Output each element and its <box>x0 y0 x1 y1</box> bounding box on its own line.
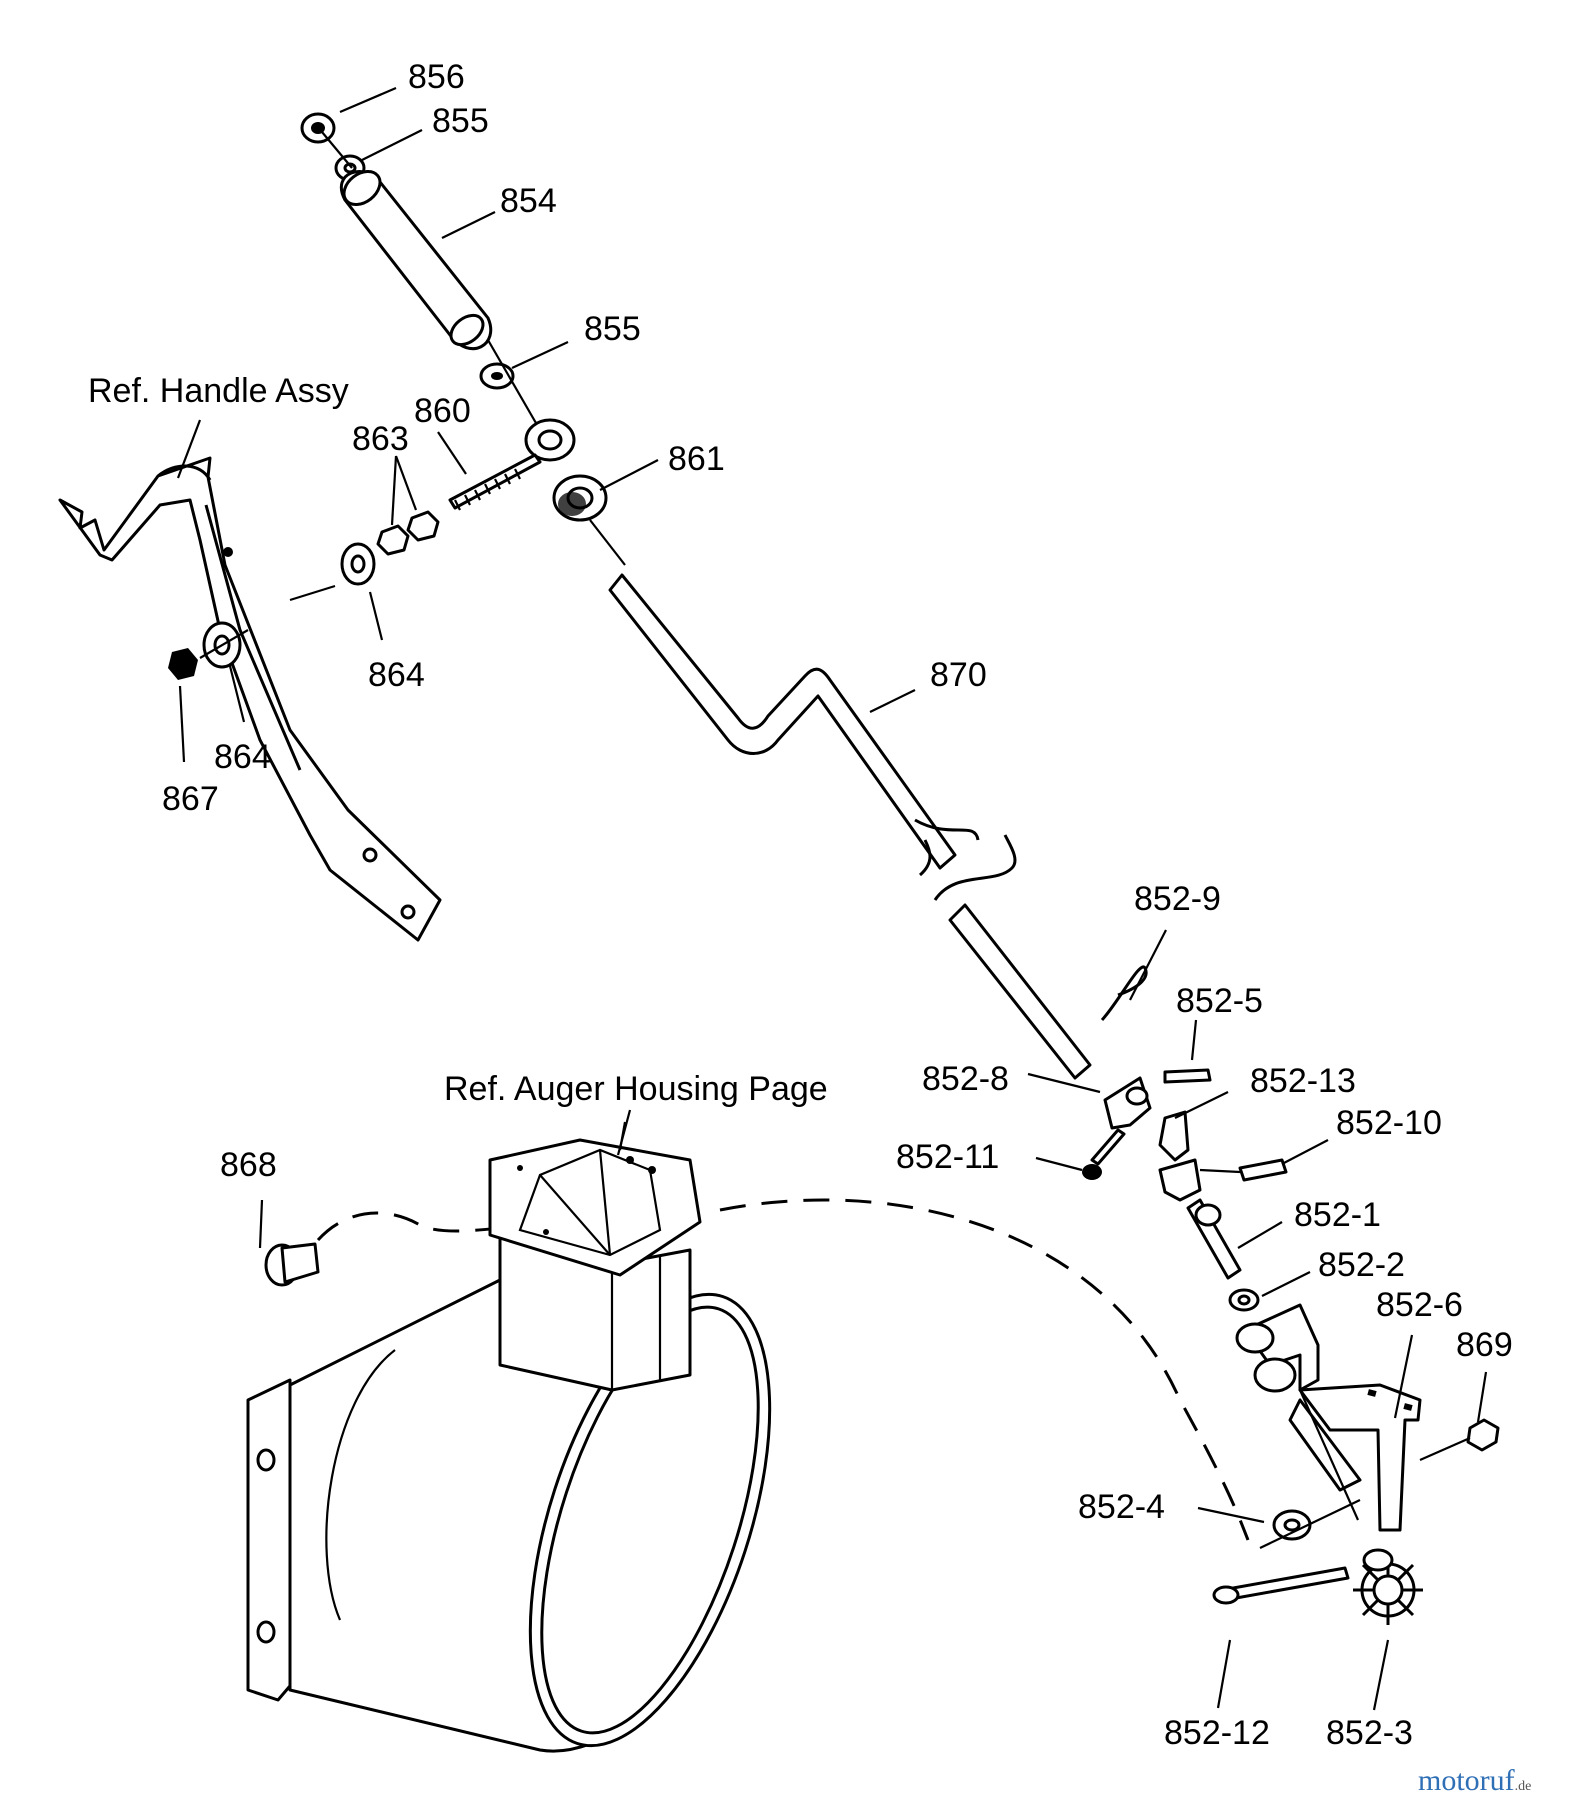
shift-rod-870 <box>589 519 1092 1080</box>
callout-852-4: 852-4 <box>1078 1488 1165 1526</box>
handle-assembly <box>58 456 442 942</box>
roller-nut-861 <box>552 474 608 522</box>
callout-855-top: 855 <box>432 102 489 140</box>
watermark-suffix: .de <box>1515 1779 1532 1794</box>
callout-852-2: 852-2 <box>1318 1246 1405 1284</box>
callout-860: 860 <box>414 392 471 430</box>
eye-bolt-860 <box>340 418 576 586</box>
callout-852-6: 852-6 <box>1376 1286 1463 1324</box>
callout-852-13: 852-13 <box>1250 1062 1356 1100</box>
roller-stack <box>300 112 541 431</box>
callout-852-1: 852-1 <box>1294 1196 1381 1234</box>
ref-auger-housing-label: Ref. Auger Housing Page <box>444 1070 828 1108</box>
gear-852-3 <box>1212 1548 1423 1625</box>
nut-867-washer-864 <box>168 621 249 680</box>
callout-869: 869 <box>1456 1326 1513 1364</box>
callout-864-right: 864 <box>368 656 425 694</box>
callout-856: 856 <box>408 58 465 96</box>
watermark-main: motoruf <box>1418 1764 1515 1797</box>
callout-864-left: 864 <box>214 738 271 776</box>
clevis-assembly <box>1082 965 1288 1202</box>
callout-867: 867 <box>162 780 219 818</box>
callout-labels: Ref. Handle Assy Ref. Auger Housing Page… <box>88 58 1513 1752</box>
carriage-bolt-868 <box>264 1242 320 1287</box>
threaded-rod-852-1 <box>1186 1198 1260 1312</box>
callout-868: 868 <box>220 1146 277 1184</box>
auger-housing <box>246 1121 772 1753</box>
callout-855-lower: 855 <box>584 310 641 348</box>
svg-text:motoruf.de: motoruf.de <box>1418 1764 1531 1797</box>
assembly-paths <box>316 1198 1250 1541</box>
gear-bracket-852-6 <box>1235 1303 1500 1549</box>
callout-852-5: 852-5 <box>1176 982 1263 1020</box>
callout-852-10: 852-10 <box>1336 1104 1442 1142</box>
leader-lines <box>176 86 1488 1711</box>
callout-852-9: 852-9 <box>1134 880 1221 918</box>
watermark-logo: motoruf.de <box>1418 1764 1531 1797</box>
callout-870: 870 <box>930 656 987 694</box>
callout-852-11: 852-11 <box>896 1138 999 1176</box>
callout-854: 854 <box>500 182 557 220</box>
callout-861: 861 <box>668 440 725 478</box>
callout-852-12: 852-12 <box>1164 1714 1270 1752</box>
callout-852-8: 852-8 <box>922 1060 1009 1098</box>
ref-handle-assy-label: Ref. Handle Assy <box>88 372 349 410</box>
callout-852-3: 852-3 <box>1326 1714 1413 1752</box>
callout-863: 863 <box>352 420 409 458</box>
